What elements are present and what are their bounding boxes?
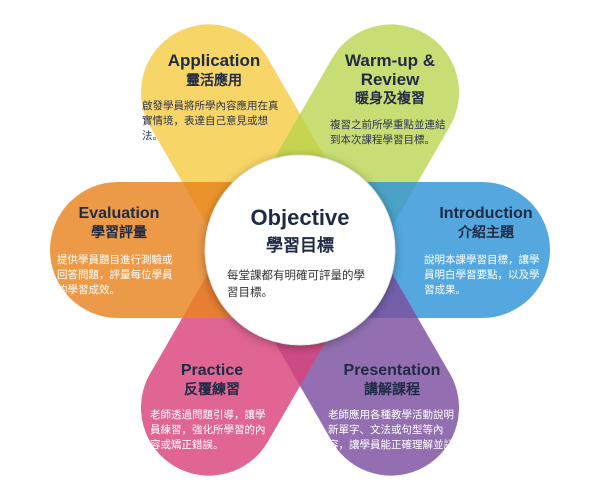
evaluation-title: Evaluation xyxy=(78,205,160,222)
application-title: Application xyxy=(167,51,261,70)
center-circle xyxy=(205,155,395,345)
application-content: Application 靈活應用 啟發學員將所學內容應用在真實情境，表達自己意見… xyxy=(142,51,286,145)
warmup-title: Warm-up & Review xyxy=(344,51,436,89)
evaluation-body: 提供學員題目進行測驗或回答問題，評量每位學員的學習成效。 xyxy=(57,253,173,297)
warmup-body: 複習之前所學重點並連結到本次課程學習目標。 xyxy=(330,118,446,146)
introduction-subtitle: 介紹主題 xyxy=(458,223,514,240)
center-subtitle: 學習目標 xyxy=(266,236,334,255)
introduction-content: Introduction 介紹主題 說明本課學習目標，讓學員明白學習要點，以及學… xyxy=(424,205,548,298)
application-subtitle: 靈活應用 xyxy=(186,71,242,88)
presentation-body: 老師應用各種教學活動說明新單字、文法或句型等內容，讓學員能正確理解並記住。 xyxy=(328,408,454,467)
evaluation-content: Evaluation 學習評量 提供學員題目進行測驗或回答問題，評量每位學員的學… xyxy=(57,205,181,298)
warmup-content: Warm-up & Review 暖身及複習 複習之前所學重點並連結到本次課程學… xyxy=(330,51,450,148)
practice-body: 老師透過問題引導，讓學員練習，強化所學習的內容或矯正錯誤。 xyxy=(150,408,266,452)
presentation-title: Presentation xyxy=(343,362,441,379)
presentation-content: Presentation 講解課程 老師應用各種教學活動說明新單字、文法或句型等… xyxy=(328,362,456,469)
center-title: Objective xyxy=(250,205,350,230)
application-body: 啟發學員將所學內容應用在真實情境，表達自己意見或想法。 xyxy=(142,99,279,143)
center-content: Objective 學習目標 每堂課都有明確可評量的學習目標。 xyxy=(215,205,385,301)
introduction-body: 說明本課學習目標，讓學員明白學習要點，以及學習成果。 xyxy=(424,253,540,297)
practice-title: Practice xyxy=(180,362,244,379)
practice-subtitle: 反覆練習 xyxy=(184,380,240,397)
introduction-title: Introduction xyxy=(439,205,533,222)
evaluation-subtitle: 學習評量 xyxy=(91,223,147,240)
practice-content: Practice 反覆練習 老師透過問題引導，讓學員練習，強化所學習的內容或矯正… xyxy=(150,362,274,453)
center-body: 每堂課都有明確可評量的學習目標。 xyxy=(227,270,365,299)
warmup-subtitle: 暖身及複習 xyxy=(355,90,425,107)
presentation-subtitle: 講解課程 xyxy=(364,380,420,397)
